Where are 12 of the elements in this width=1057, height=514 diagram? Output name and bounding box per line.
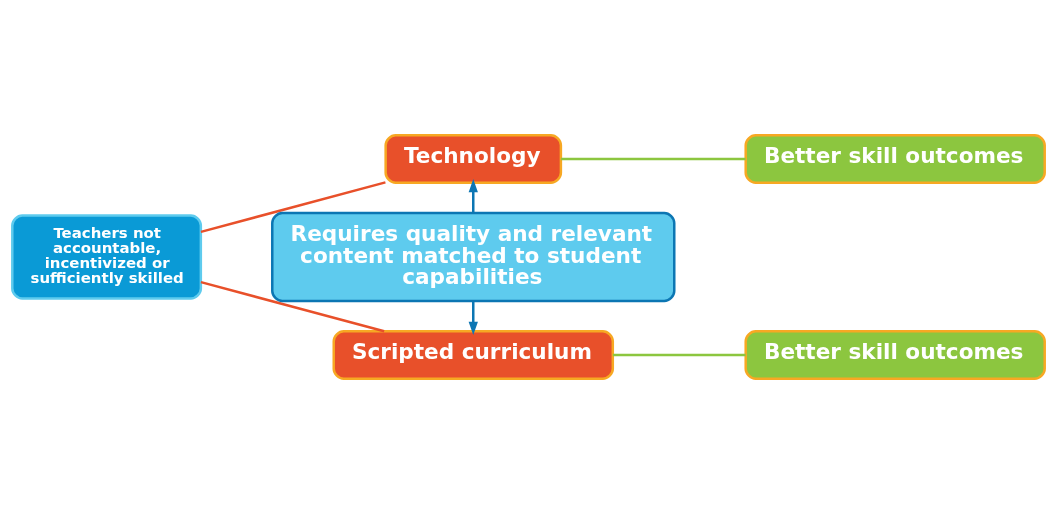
connector bbox=[560, 157, 746, 161]
node-box: Scripted curriculum bbox=[332, 330, 615, 380]
connector bbox=[612, 353, 746, 357]
arrow bbox=[468, 301, 478, 336]
connector bbox=[200, 280, 385, 333]
node-box: Better skill outcomes bbox=[744, 330, 1046, 380]
node-box: Requires quality and relevant content matched to student capabilities bbox=[271, 211, 676, 303]
node-box: Better skill outcomes bbox=[744, 134, 1046, 184]
connector bbox=[200, 181, 386, 234]
node-box: Technology bbox=[384, 134, 563, 184]
arrow bbox=[468, 179, 478, 213]
node-box: Teachers not accountable, incentivized or sufficiently skilled bbox=[11, 214, 203, 300]
